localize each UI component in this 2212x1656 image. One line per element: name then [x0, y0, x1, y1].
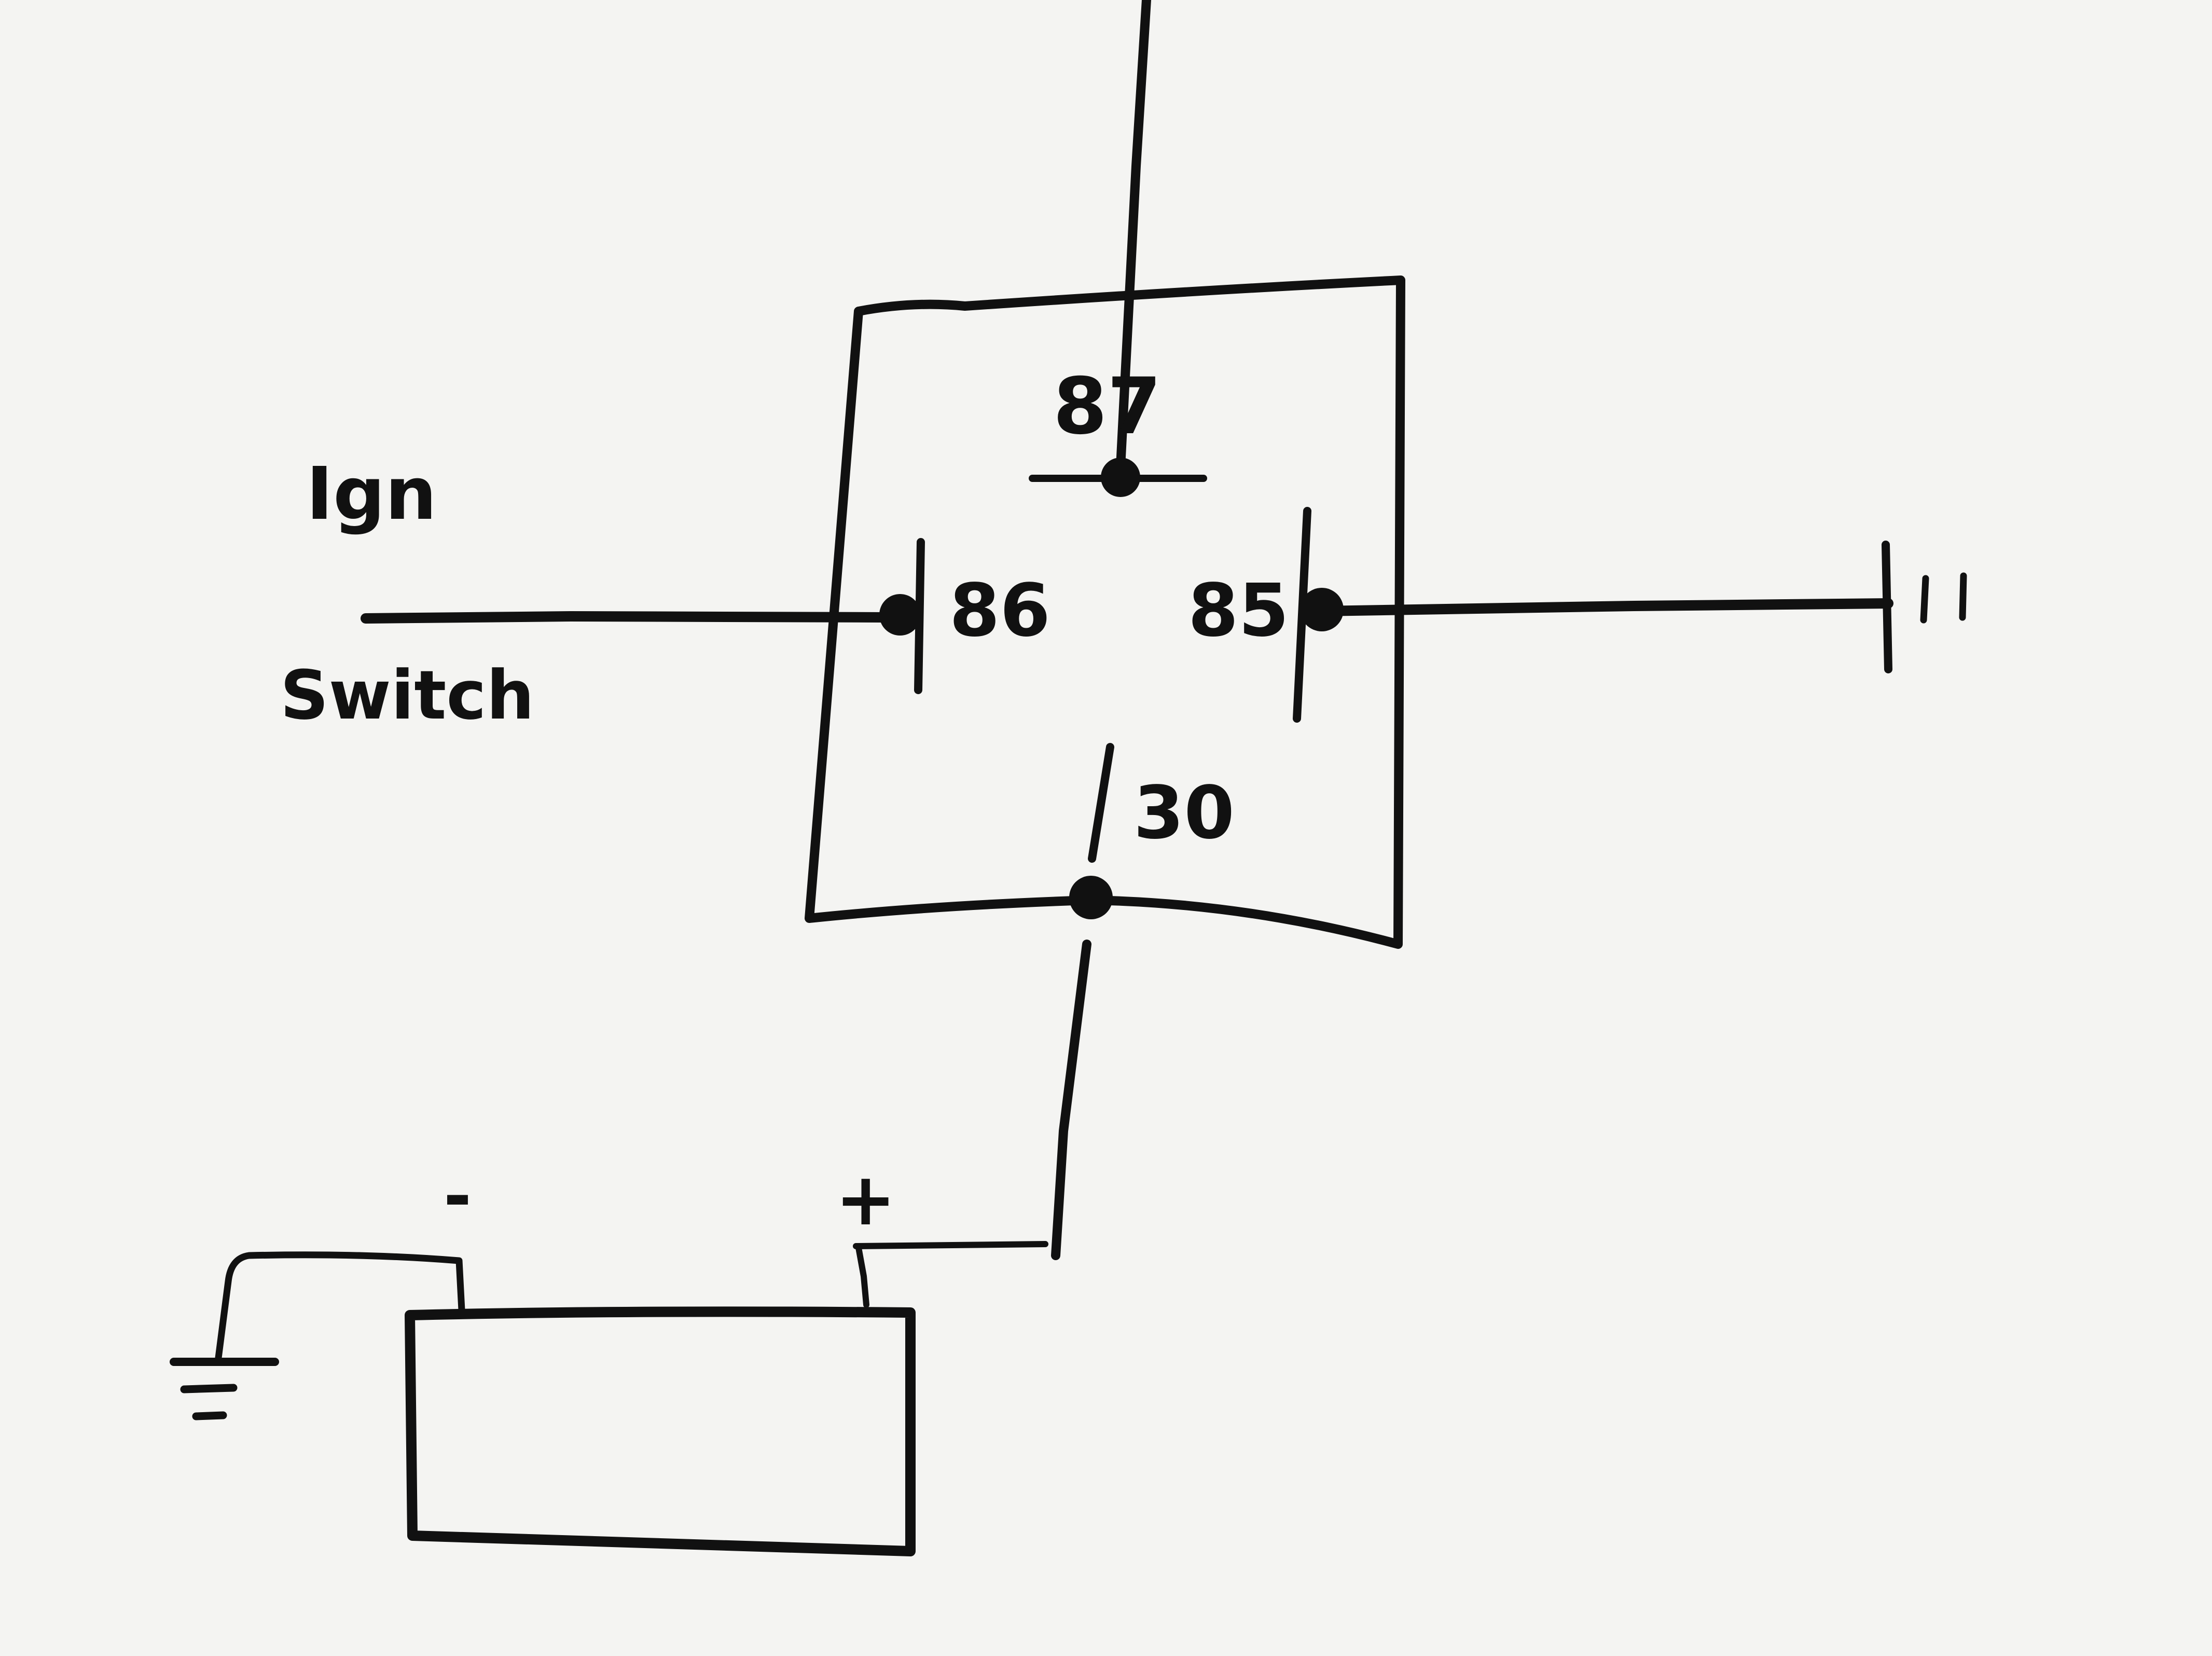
- battery-negative-lead: [214, 1251, 465, 1365]
- pin-86-node: [879, 594, 921, 636]
- ground-symbol-bar-3: [192, 1411, 227, 1420]
- pin-85-label: 85: [1188, 569, 1289, 653]
- pin-30-terminal: [1088, 743, 1114, 863]
- pin-30-label: 30: [1133, 771, 1235, 855]
- pin-85-node: [1300, 588, 1344, 631]
- battery-positive-label: +: [835, 1157, 896, 1242]
- ground-symbol-right-bar-1: [1920, 575, 1929, 624]
- ground-symbol-bar-2: [180, 1384, 238, 1393]
- battery-positive-lead: [853, 1241, 1048, 1249]
- wire-86: [361, 611, 892, 624]
- ground-symbol-right-plate: [1882, 541, 1892, 673]
- ign-label: Ign: [306, 452, 437, 536]
- relay-box: [805, 275, 1405, 949]
- pin-86-label: 86: [949, 569, 1050, 653]
- wire-85: [1315, 598, 1893, 616]
- pin-87-node: [1101, 458, 1140, 497]
- battery-negative-label: -: [444, 1156, 472, 1235]
- ground-symbol-right-bar-2: [1959, 572, 1967, 621]
- battery-positive-post: [855, 1245, 869, 1308]
- pin-87-label: 87: [1053, 362, 1162, 452]
- wire-87: [1116, 0, 1151, 472]
- wire-30-to-battery: [1051, 940, 1091, 1260]
- switch-label: Switch: [280, 656, 534, 735]
- pin-30-node: [1069, 876, 1113, 919]
- battery-box: [405, 1306, 916, 1556]
